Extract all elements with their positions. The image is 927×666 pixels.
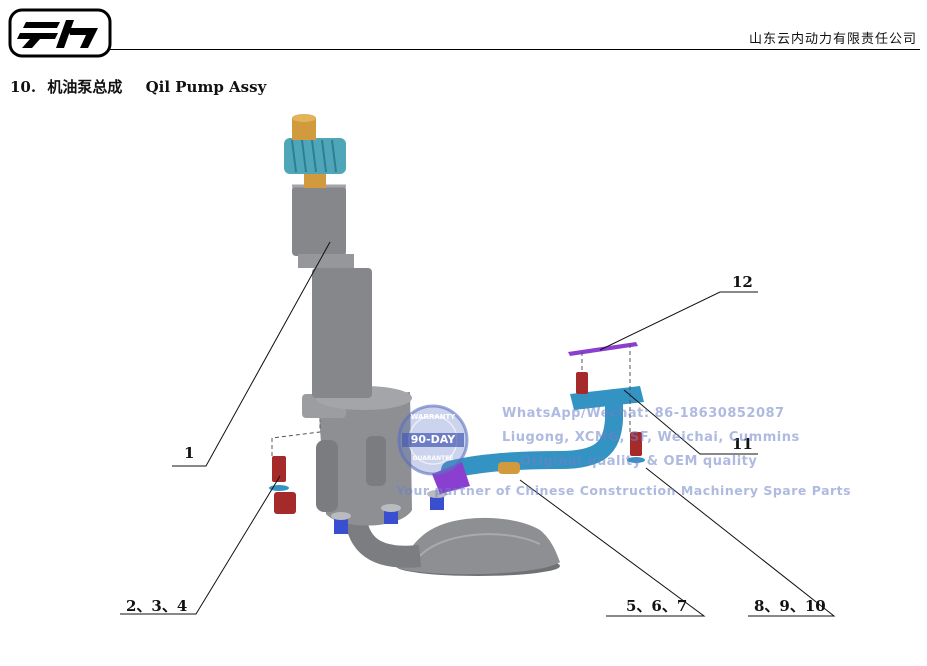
watermark-line-1: WhatsApp/Wechat: 86-18630852087 [502,406,785,421]
callout-5-6-7: 5、6、7 [626,597,688,615]
section-title-en: Qil Pump Assy [145,78,267,96]
badge-bottom-text: GUARANTEE [412,455,454,462]
header-rule [110,49,920,50]
company-logo: 云动 [8,8,112,58]
callout-8-9-10: 8、9、10 [754,597,826,615]
watermark-line-2: Liugong, XCMG, SF, Weichai, Cummins [502,430,800,445]
callout-11: 11 [732,435,753,453]
section-title: 10. 机油泵总成 Qil Pump Assy [10,76,266,97]
badge-mid-text: 90-DAY [410,433,456,446]
company-name: 山东云内动力有限责任公司 [748,32,917,47]
watermark-line-4: Your partner of Chinese Construction Mac… [396,483,852,498]
pump-shaft-column [292,184,372,398]
section-number: 10. [10,78,37,96]
warranty-badge-icon: WARRANTY 90-DAY GUARANTEE [396,403,470,481]
badge-top-text: WARRANTY [410,413,456,421]
watermark-line-3: Original quality & OEM quality [520,454,758,469]
callout-12: 12 [732,273,753,291]
section-title-cn: 机油泵总成 [47,78,123,96]
suction-pipe [345,517,422,568]
bolts [269,372,645,514]
callout-2-3-4: 2、3、4 [126,597,188,615]
drive-gear [284,114,346,188]
pipe-flange-gasket [432,462,470,494]
leader-lines [120,241,836,617]
discharge-pipe [441,386,644,479]
strainer-bowl [396,517,560,576]
callout-1: 1 [184,444,195,462]
assembly-lines [271,344,631,456]
